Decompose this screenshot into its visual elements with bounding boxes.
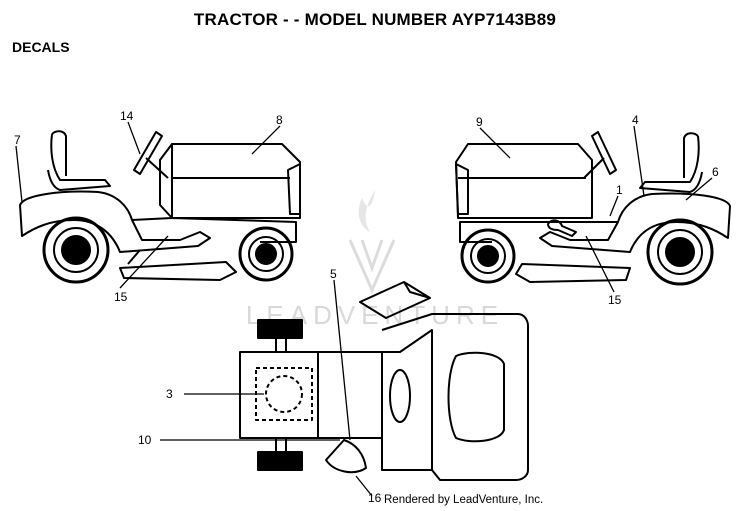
callout-6: 6 bbox=[712, 165, 719, 179]
callout-3: 3 bbox=[166, 387, 173, 401]
render-credit: Rendered by LeadVenture, Inc. bbox=[384, 494, 544, 506]
right-tractor-side-view bbox=[455, 131, 731, 286]
callout-5: 5 bbox=[330, 267, 337, 281]
leadventure-watermark bbox=[348, 190, 396, 294]
callout-8: 8 bbox=[276, 113, 283, 127]
callout-leaders bbox=[15, 121, 713, 497]
callout-10: 10 bbox=[138, 433, 152, 447]
section-label: DECALS bbox=[12, 39, 70, 55]
callout-15: 15 bbox=[114, 290, 128, 304]
callout-14: 14 bbox=[120, 109, 134, 123]
left-tractor-side-view bbox=[19, 130, 301, 284]
callout-16: 16 bbox=[368, 491, 382, 505]
callout-15-right: 15 bbox=[608, 293, 622, 307]
callout-1: 1 bbox=[616, 183, 623, 197]
diagram-title: TRACTOR - - MODEL NUMBER AYP7143B89 bbox=[193, 10, 557, 29]
callout-4: 4 bbox=[632, 113, 639, 127]
top-view-tractor bbox=[239, 281, 529, 481]
callout-labels: 7 14 8 15 9 4 6 1 15 5 3 10 16 bbox=[14, 109, 719, 505]
callout-7: 7 bbox=[14, 133, 21, 147]
callout-9: 9 bbox=[476, 115, 483, 129]
